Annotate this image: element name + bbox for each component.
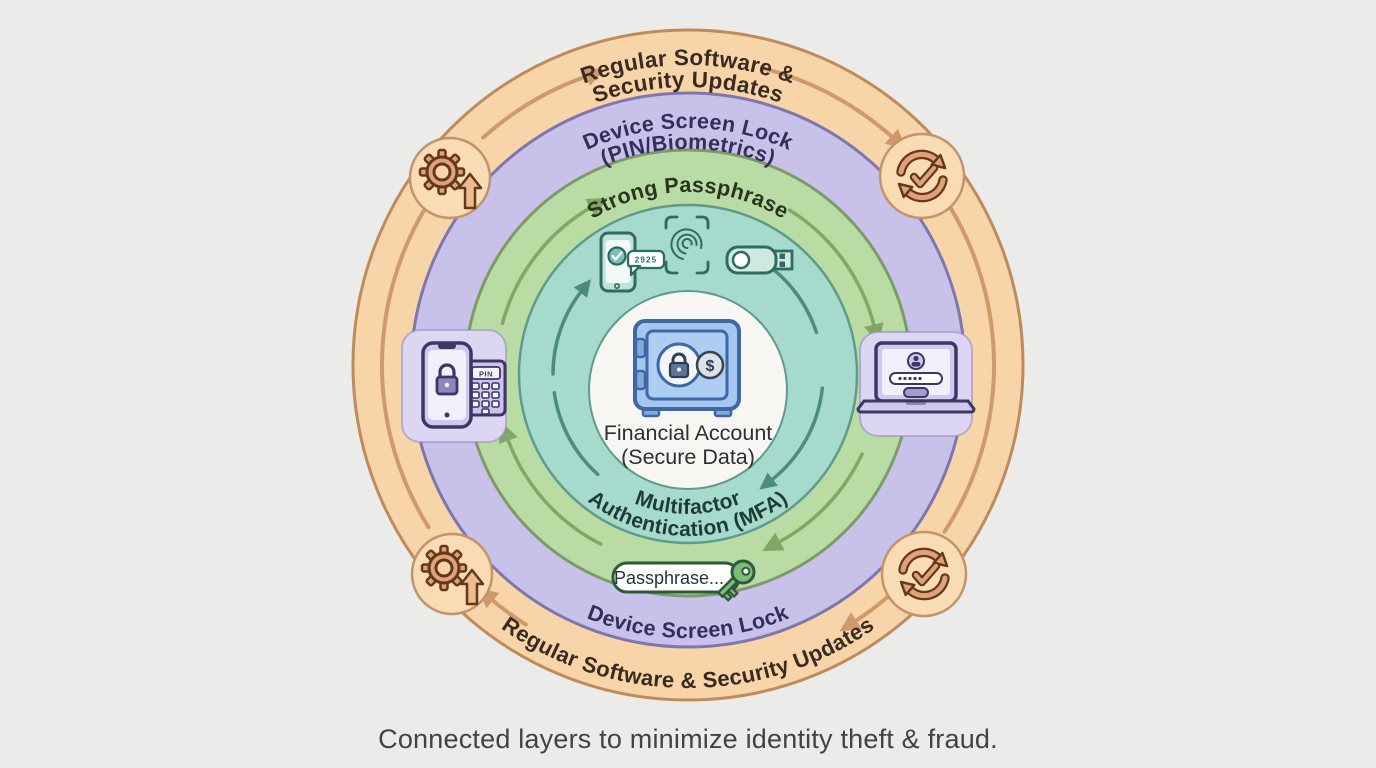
dollar-symbol: $ xyxy=(706,358,715,375)
ring-flow-arrows xyxy=(379,66,996,632)
phone-lock-pin-icon: PIN xyxy=(421,341,507,429)
diagram-caption: Connected layers to minimize identity th… xyxy=(378,724,998,754)
fingerprint-icon xyxy=(664,215,710,275)
phone-otp-icon: 2925 xyxy=(599,231,666,293)
user-avatar-icon xyxy=(907,352,925,370)
key-icon xyxy=(717,559,756,602)
center-title-line1: Financial Account xyxy=(604,421,773,445)
usb-security-key-icon xyxy=(725,245,794,275)
dollar-badge-icon: $ xyxy=(695,350,725,380)
padlock-icon xyxy=(668,352,690,379)
safe-with-lock-and-dollar-icon: $ xyxy=(633,319,741,418)
otp-bubble-icon: 2925 xyxy=(626,249,666,277)
pin-pad-icon: PIN xyxy=(465,359,507,417)
passphrase-field-text: Passphrase... xyxy=(614,568,724,588)
passphrase-field-icon: Passphrase... xyxy=(611,559,756,602)
otp-code: 2925 xyxy=(635,256,658,265)
laptop-login-icon xyxy=(856,341,976,414)
lock-icon xyxy=(435,363,459,396)
center-title-line2: (Secure Data) xyxy=(621,445,755,469)
pin-display: PIN xyxy=(479,369,493,378)
